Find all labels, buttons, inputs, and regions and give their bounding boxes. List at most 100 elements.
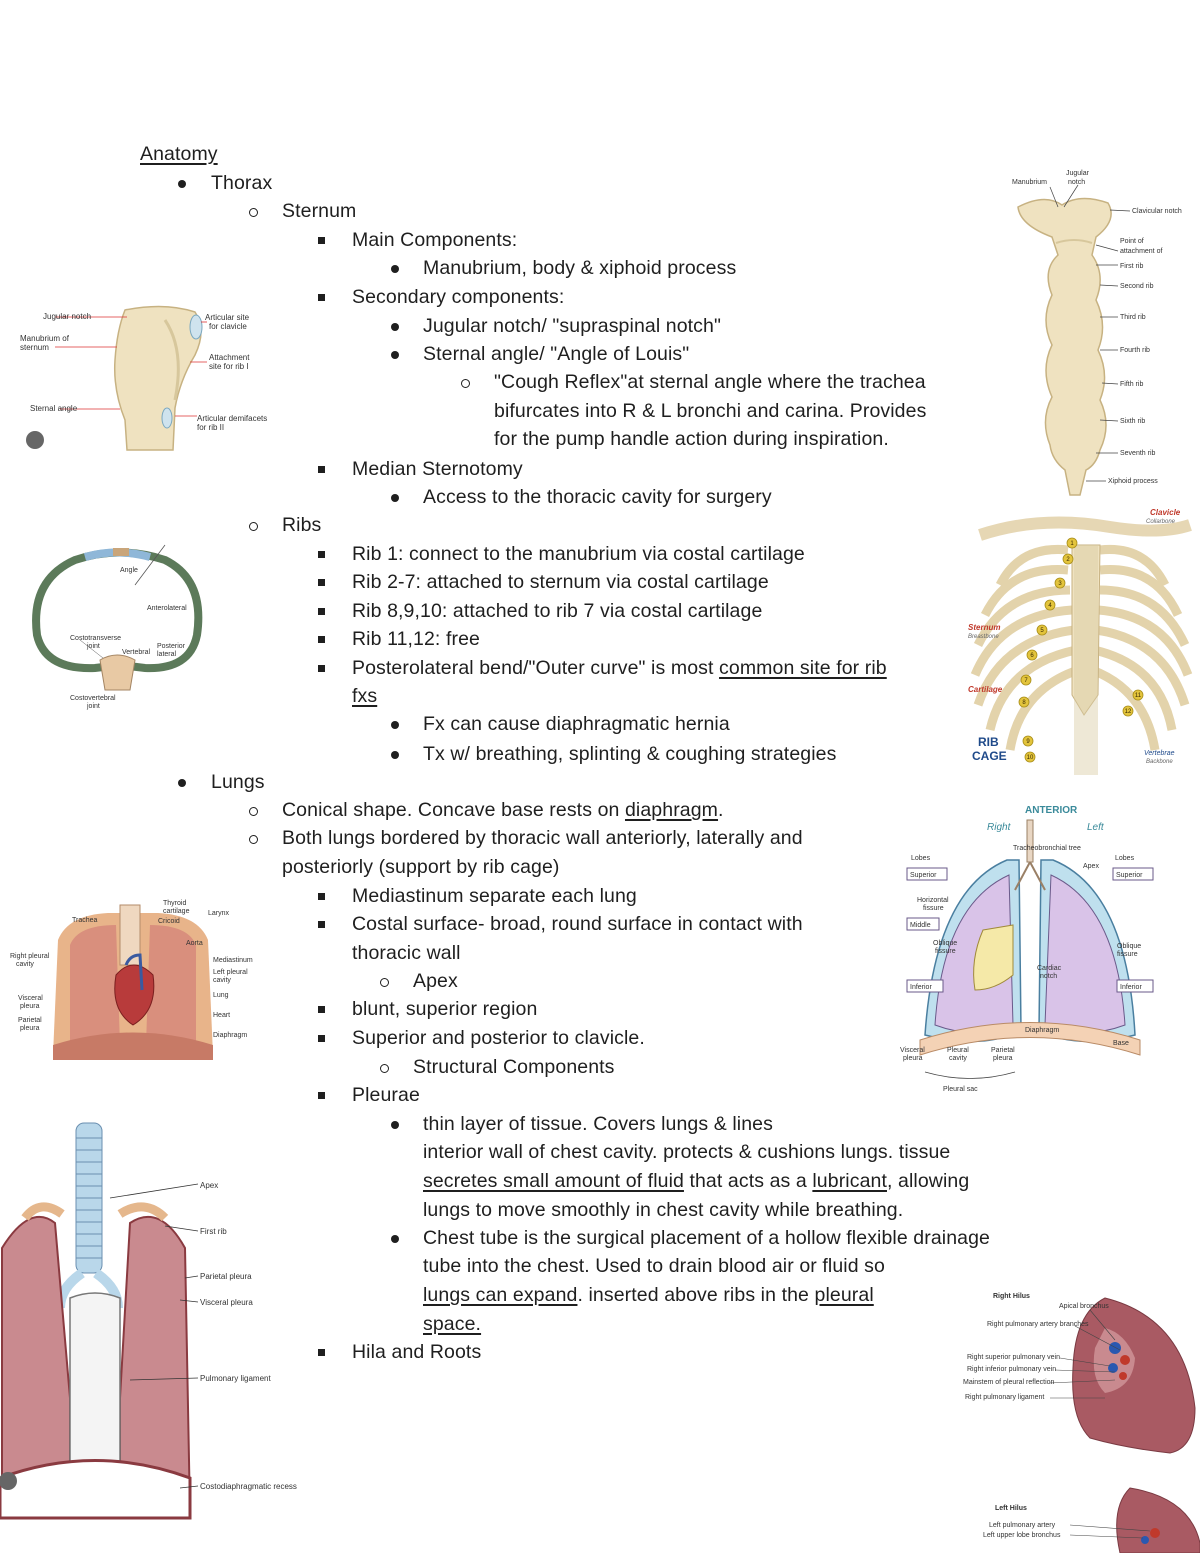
label: First rib	[200, 1227, 227, 1236]
label: Thyroid	[163, 900, 186, 907]
label: notch	[1040, 973, 1057, 980]
figure-rib-cage: 1 2 3 4 5 6 7 8 9 10 11 12 Clavicle Coll…	[960, 505, 1200, 775]
figure-pleura-diagram: Apex First rib Parietal pleura Visceral …	[0, 1118, 300, 1523]
label: pleura	[20, 1003, 40, 1010]
outline-item: Posterolateral bend/"Outer curve" is mos…	[352, 655, 887, 681]
label: Collarbone	[1146, 519, 1176, 525]
bullet-square	[318, 893, 325, 900]
figure-thoracic-cavity: Thyroid cartilage Larynx Trachea Cricoid…	[8, 895, 263, 1065]
label: fissure	[935, 948, 956, 955]
label: Pleural	[947, 1047, 969, 1054]
label: Apex	[200, 1181, 218, 1190]
label: cavity	[949, 1055, 967, 1062]
bullet-disc	[391, 1121, 399, 1129]
figure-hilus: Right Hilus Apical bronchus Right pulmon…	[955, 1288, 1200, 1553]
rib-number: 9	[1026, 739, 1030, 745]
bullet-circle	[249, 835, 258, 844]
outline-item-cont: for the pump handle action during inspir…	[494, 428, 889, 450]
outline-item-cont: interior wall of chest cavity. protects …	[423, 1141, 951, 1163]
label: Middle	[910, 922, 931, 929]
outline-item: Apex	[413, 970, 458, 992]
label: Seventh rib	[1120, 450, 1156, 457]
bullet-circle	[249, 807, 258, 816]
outline-item: Conical shape. Concave base rests on dia…	[282, 797, 724, 823]
outline-item-ribs: Ribs	[282, 514, 322, 536]
label: Right	[987, 822, 1012, 833]
outline-item-lungs: Lungs	[211, 771, 265, 793]
figure-sternum-anterior: Manubrium Jugular notch Clavicular notch…	[1000, 165, 1200, 500]
zoom-icon	[0, 1472, 17, 1490]
label: Jugular	[1066, 170, 1090, 177]
bullet-square	[318, 921, 325, 928]
label: Base	[1113, 1040, 1129, 1047]
outline-item-cont: posteriorly (support by rib cage)	[282, 856, 560, 878]
figure-lungs-anterior: ANTERIOR Right Left Tracheobronchial tre…	[895, 800, 1165, 1095]
outline-item-cont: secretes small amount of fluid that acts…	[423, 1168, 969, 1194]
label: Oblique	[933, 940, 957, 947]
label: Inferior	[910, 984, 932, 991]
outline-item-cont: bifurcates into R & L bronchi and carina…	[494, 400, 927, 422]
label: Articular demifacets	[197, 414, 267, 423]
label: CAGE	[972, 749, 1007, 763]
label: Backbone	[1146, 759, 1173, 765]
outline-item: Pleurae	[352, 1084, 420, 1106]
outline-item: Median Sternotomy	[352, 458, 523, 480]
outline-item: Rib 2-7: attached to sternum via costal …	[352, 571, 769, 593]
bullet-circle	[380, 1064, 389, 1073]
bullet-disc	[391, 1235, 399, 1243]
label: Mainstem of pleural reflection	[963, 1379, 1055, 1386]
label: Jugular notch	[43, 312, 91, 321]
label: Lobes	[911, 855, 931, 862]
label: Left upper lobe bronchus	[983, 1532, 1061, 1539]
outline-item: Rib 1: connect to the manubrium via cost…	[352, 543, 805, 565]
outline-item-cont: space.	[423, 1313, 482, 1335]
rib-number: 12	[1125, 709, 1132, 715]
underlined-run: common site for rib	[719, 657, 887, 679]
underlined-run: diaphragm	[624, 799, 719, 821]
outline-item-thorax: Thorax	[211, 172, 273, 194]
label: Visceral	[900, 1047, 925, 1054]
bullet-disc	[391, 751, 399, 759]
text-run: , allowing	[886, 1170, 970, 1192]
bullet-square	[318, 294, 325, 301]
label: for rib II	[197, 423, 224, 432]
rib-number: 5	[1040, 628, 1044, 634]
label: Articular site	[205, 313, 250, 322]
bullet-square	[318, 1006, 325, 1013]
bullet-circle	[249, 208, 258, 217]
label: Larynx	[208, 910, 230, 917]
label: pleura	[993, 1055, 1013, 1062]
label: Posterior	[157, 643, 186, 650]
underlined-run: pleural	[814, 1284, 874, 1306]
label: First rib	[1120, 263, 1143, 270]
label: Pleural sac	[943, 1086, 978, 1093]
outline-item: Access to the thoracic cavity for surger…	[423, 486, 772, 508]
label: Sternum	[968, 623, 1000, 632]
label: Visceral pleura	[200, 1298, 253, 1307]
label: Diaphragm	[213, 1032, 247, 1039]
bullet-disc	[391, 265, 399, 273]
rib-number: 11	[1135, 693, 1142, 699]
outline-item-cont: tube into the chest. Used to drain blood…	[423, 1255, 885, 1277]
bullet-square	[318, 551, 325, 558]
text-run: . inserted above ribs in the	[577, 1284, 815, 1306]
bullet-square	[318, 636, 325, 643]
label: Inferior	[1120, 984, 1142, 991]
outline-item: Mediastinum separate each lung	[352, 885, 637, 907]
label: fissure	[923, 905, 944, 912]
bullet-disc	[391, 323, 399, 331]
label: Xiphoid process	[1108, 478, 1158, 485]
label: Diaphragm	[1025, 1027, 1059, 1034]
label: lateral	[157, 651, 177, 658]
label: Vertebrae	[1144, 750, 1175, 757]
underlined-run: secretes small amount of fluid	[423, 1170, 684, 1192]
label: Third rib	[1120, 314, 1146, 321]
label: Left	[1087, 822, 1105, 833]
label: Sixth rib	[1120, 418, 1145, 425]
label: notch	[1068, 179, 1085, 186]
label: Angle	[120, 567, 138, 574]
bullet-disc	[391, 351, 399, 359]
label-box	[906, 867, 948, 881]
zoom-icon	[26, 431, 44, 449]
